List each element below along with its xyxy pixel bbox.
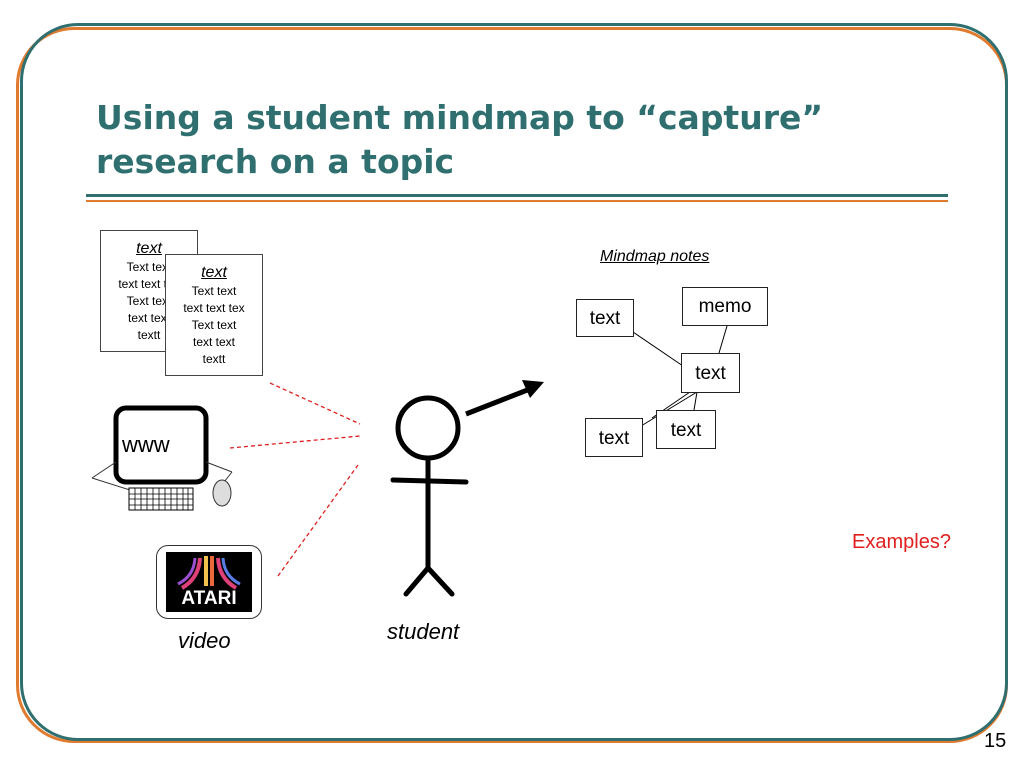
mindmap-node-bottom-left: text	[585, 418, 643, 457]
student-label: student	[387, 619, 460, 644]
dashed-line-video	[277, 464, 359, 577]
arrow-to-mindmap	[465, 380, 544, 417]
atari-logo: ATARI	[166, 552, 252, 612]
computer-screen-text: www	[122, 432, 170, 457]
document-back-line: text text tex	[118, 277, 180, 291]
mindmap-heading: Mindmap notes	[600, 248, 710, 265]
student-arms	[390, 477, 469, 485]
document-back-line: text text	[127, 311, 171, 325]
monitor-shape	[113, 405, 209, 485]
slide-number: 15	[984, 730, 1007, 752]
document-back-line: textt	[137, 328, 161, 342]
slide-title-line-2: research on a topic	[96, 142, 455, 181]
student-leg-left	[403, 565, 431, 597]
student-figure	[390, 395, 469, 597]
title-rule-teal	[86, 194, 948, 197]
examples-prompt: Examples?	[852, 531, 951, 553]
document-front-title: text	[201, 264, 227, 281]
document-back-line: Text text	[126, 260, 172, 274]
dashed-line-documents	[269, 382, 361, 425]
keyboard-cable-left-2	[91, 477, 131, 491]
document-front-line: text text	[192, 335, 236, 349]
slide-frame-teal	[20, 23, 1008, 741]
mindmap-node-bottom-right: text	[656, 410, 716, 449]
mouse-shape	[212, 479, 232, 507]
document-front-line: textt	[202, 352, 226, 366]
student-leg-right	[425, 565, 455, 597]
document-front-line: Text text	[191, 284, 237, 298]
title-rule-orange	[86, 200, 948, 202]
student-head	[395, 395, 461, 461]
dashed-line-computer	[229, 435, 361, 449]
keyboard-keys	[129, 488, 193, 510]
computer-icon	[91, 405, 233, 511]
document-back-line: Text text	[126, 294, 172, 308]
mindmap-node-memo: memo	[682, 287, 768, 326]
document-front-line: Text text	[191, 318, 237, 332]
document-front-line: text text tex	[183, 301, 245, 315]
mindmap-node-center: text	[681, 353, 740, 393]
mouse-cable	[205, 461, 233, 473]
mindmap-node-top-left: text	[576, 299, 634, 337]
slide-title: Using a student mindmap to “capture” res…	[96, 96, 956, 184]
keyboard-cable-left	[91, 461, 117, 479]
atari-text: ATARI	[181, 588, 237, 609]
document-front: text Text text text text tex Text text t…	[165, 254, 263, 376]
slide-title-line-1: Using a student mindmap to “capture”	[96, 98, 824, 137]
document-back-title: text	[136, 240, 162, 257]
video-label: video	[178, 628, 231, 653]
atari-emblem-icon	[177, 556, 241, 590]
video-source: ATARI	[156, 545, 262, 619]
